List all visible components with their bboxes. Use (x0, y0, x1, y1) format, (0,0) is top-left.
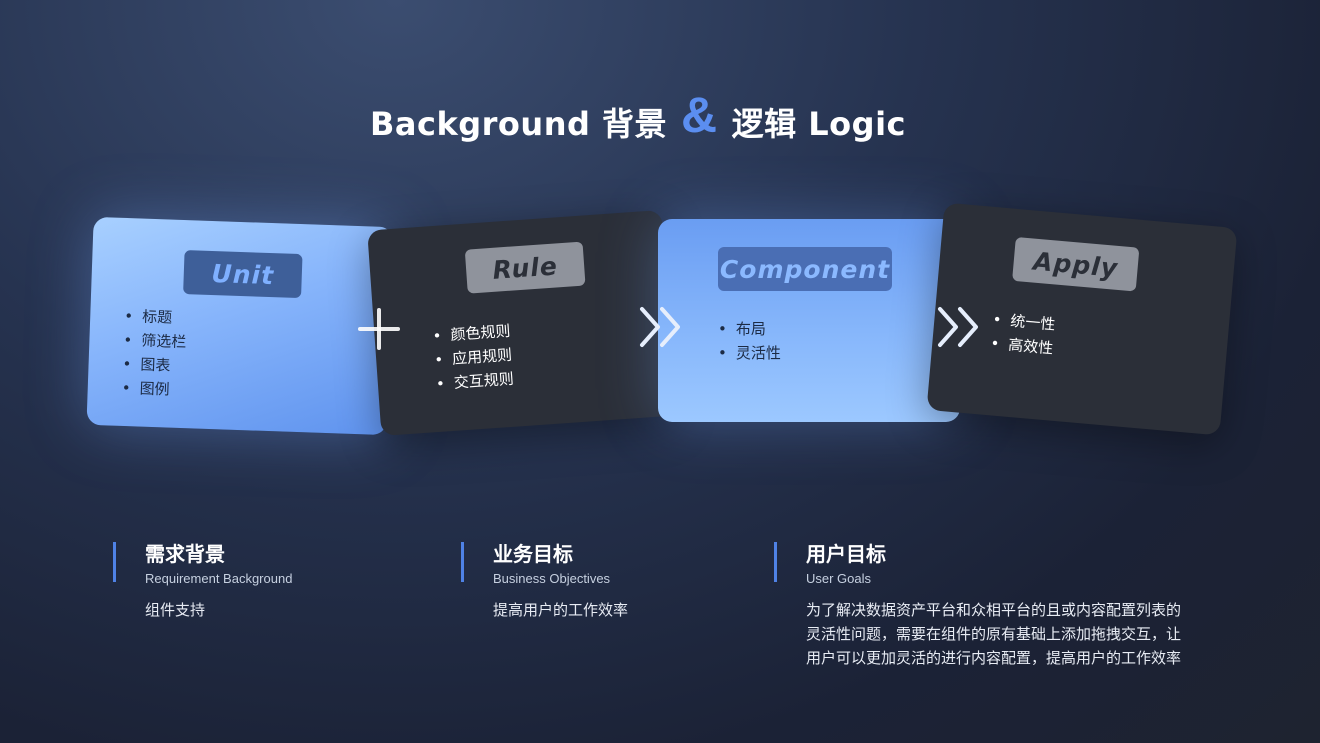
card-rule: Rule 颜色规则 应用规则 交互规则 (367, 209, 676, 437)
section-desc: 提高用户的工作效率 (493, 598, 628, 622)
section-desc: 组件支持 (145, 598, 205, 622)
section-subtitle: Business Objectives (493, 571, 611, 586)
list-item: 图例 (121, 376, 185, 402)
title-right: 逻辑 Logic (731, 105, 907, 143)
double-chevron-right-icon (640, 307, 680, 347)
section-head: 业务目标 Business Objectives (493, 538, 610, 586)
list-item: 标题 (124, 304, 188, 330)
section-desc-line: 为了解决数据资产平台和众相平台的且或内容配置列表的 (806, 601, 1182, 619)
list-item: 布局 (718, 317, 781, 341)
list-item: 灵活性 (718, 341, 781, 365)
ampersand-accent: & (681, 87, 718, 143)
card-tag-component: Component (718, 247, 892, 291)
section-bar (113, 542, 116, 582)
section-title: 业务目标 (493, 542, 573, 566)
list-item: 筛选栏 (123, 328, 187, 354)
section-desc-line: 灵活性问题，需要在组件的原有基础上添加拖拽交互，让 (806, 625, 1182, 643)
section-subtitle: User Goals (806, 571, 872, 586)
plus-icon (358, 308, 400, 350)
card-tag-apply: Apply (1012, 236, 1140, 292)
section-head: 用户目标 User Goals (806, 538, 886, 586)
card-component-list: 布局 灵活性 (718, 317, 781, 365)
card-unit-list: 标题 筛选栏 图表 图例 (121, 304, 187, 402)
card-apply-list: 统一性 高效性 (990, 307, 1057, 360)
card-tag-unit: Unit (183, 250, 303, 299)
section-desc-line: 提高用户的工作效率 (493, 601, 629, 619)
list-item: 图表 (122, 352, 186, 378)
section-bar (774, 542, 777, 582)
card-component: Component 布局 灵活性 (658, 219, 960, 422)
page-title: Background 背景 & 逻辑 Logic (370, 87, 907, 152)
section-subtitle: Requirement Background (145, 571, 293, 586)
card-rule-list: 颜色规则 应用规则 交互规则 (432, 319, 515, 396)
title-left: Background 背景 (370, 105, 668, 143)
section-desc-line: 组件支持 (145, 601, 206, 619)
card-unit: Unit 标题 筛选栏 图表 图例 (86, 216, 394, 436)
card-tag-rule: Rule (464, 241, 586, 294)
section-title: 需求背景 (145, 542, 225, 566)
section-desc-line: 用户可以更加灵活的进行内容配置，提高用户的工作效率 (806, 649, 1182, 667)
list-item: 交互规则 (435, 367, 514, 396)
section-title: 用户目标 (806, 542, 886, 566)
list-item: 高效性 (990, 331, 1055, 360)
section-bar (461, 542, 464, 582)
double-chevron-right-icon (938, 307, 978, 347)
section-head: 需求背景 Requirement Background (145, 538, 292, 586)
section-desc: 为了解决数据资产平台和众相平台的且或内容配置列表的 灵活性问题，需要在组件的原有… (806, 598, 1181, 670)
